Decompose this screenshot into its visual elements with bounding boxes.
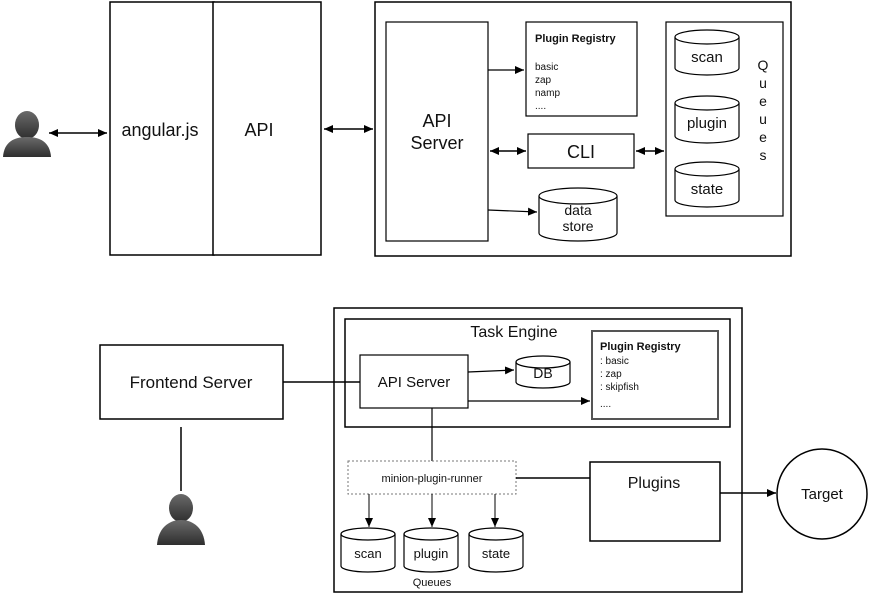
- user-icon-bottom: [157, 494, 205, 545]
- queue-label-top: scan: [691, 49, 723, 66]
- plugin-registry-title-bottom: Plugin Registry: [600, 341, 682, 353]
- runner-box: [347, 460, 517, 495]
- plugin-registry-item-top: ....: [535, 101, 546, 112]
- api-label: API: [244, 120, 273, 140]
- api-box: [212, 1, 322, 256]
- datastore-label-line1: data: [564, 202, 591, 218]
- queue-cylinder-state-top: [674, 161, 740, 208]
- queue-label-bottom: scan: [354, 546, 381, 561]
- plugin-registry-item-bottom: ....: [600, 399, 611, 410]
- api-server-label-line1: API: [422, 111, 451, 131]
- queues-vertical-letter: u: [759, 111, 767, 127]
- user-icon-top: [3, 111, 51, 157]
- api-server-label-bottom: API Server: [378, 374, 451, 391]
- queue-cylinder-state-bottom: [468, 527, 524, 573]
- plugin-registry-title-top: Plugin Registry: [535, 33, 617, 45]
- api-server-label-line2: Server: [410, 133, 463, 153]
- plugin-registry-item-top: zap: [535, 75, 552, 86]
- plugin-registry-item-top: basic: [535, 62, 558, 73]
- queue-cylinder-plugin-top: [674, 95, 740, 144]
- plugin-registry-item-bottom: : skipfish: [600, 382, 639, 393]
- queues-vertical-letter: e: [759, 93, 767, 109]
- queue-label-top: plugin: [687, 115, 727, 132]
- api-server-box-top: [385, 21, 489, 242]
- frontend-server-box: [99, 344, 284, 420]
- plugins-label: Plugins: [628, 475, 680, 492]
- runner-label: minion-plugin-runner: [382, 473, 483, 485]
- datastore-label-line2: store: [562, 218, 593, 234]
- arrow-api-db: [467, 366, 515, 375]
- queue-cylinder-scan-top: [674, 29, 740, 76]
- queues-caption-bottom: Queues: [413, 577, 452, 589]
- db-label: DB: [533, 365, 552, 381]
- plugin-registry-item-top: namp: [535, 88, 560, 99]
- frontend-label: angular.js: [121, 120, 198, 140]
- frontend-server-label: Frontend Server: [130, 373, 253, 392]
- queues-vertical-letter: Q: [758, 57, 769, 73]
- datastore-cylinder: [538, 187, 618, 242]
- queues-vertical-letter: s: [760, 147, 767, 163]
- cli-box: [527, 133, 635, 169]
- queue-label-bottom: plugin: [414, 546, 449, 561]
- plugin-registry-box-top: [525, 21, 638, 117]
- plugin-registry-item-bottom: : basic: [600, 356, 629, 367]
- queue-cylinder-plugin-bottom: [403, 527, 459, 573]
- queue-label-top: state: [691, 181, 724, 198]
- task-engine-label: Task Engine: [470, 324, 557, 341]
- target-label: Target: [801, 486, 844, 503]
- target-circle: [776, 448, 868, 540]
- plugin-registry-box-bottom: [591, 330, 719, 420]
- queues-vertical-letter: u: [759, 75, 767, 91]
- api-server-box-bottom: [359, 354, 469, 409]
- queues-vertical-letter: e: [759, 129, 767, 145]
- frontend-box: [109, 1, 215, 256]
- queue-label-bottom: state: [482, 546, 510, 561]
- queue-cylinder-scan-bottom: [340, 527, 396, 573]
- plugin-registry-item-bottom: : zap: [600, 369, 622, 380]
- cli-label: CLI: [567, 142, 595, 162]
- arrow-server-datastore: [487, 207, 538, 216]
- db-cylinder: [515, 355, 571, 389]
- plugins-box: [589, 461, 721, 542]
